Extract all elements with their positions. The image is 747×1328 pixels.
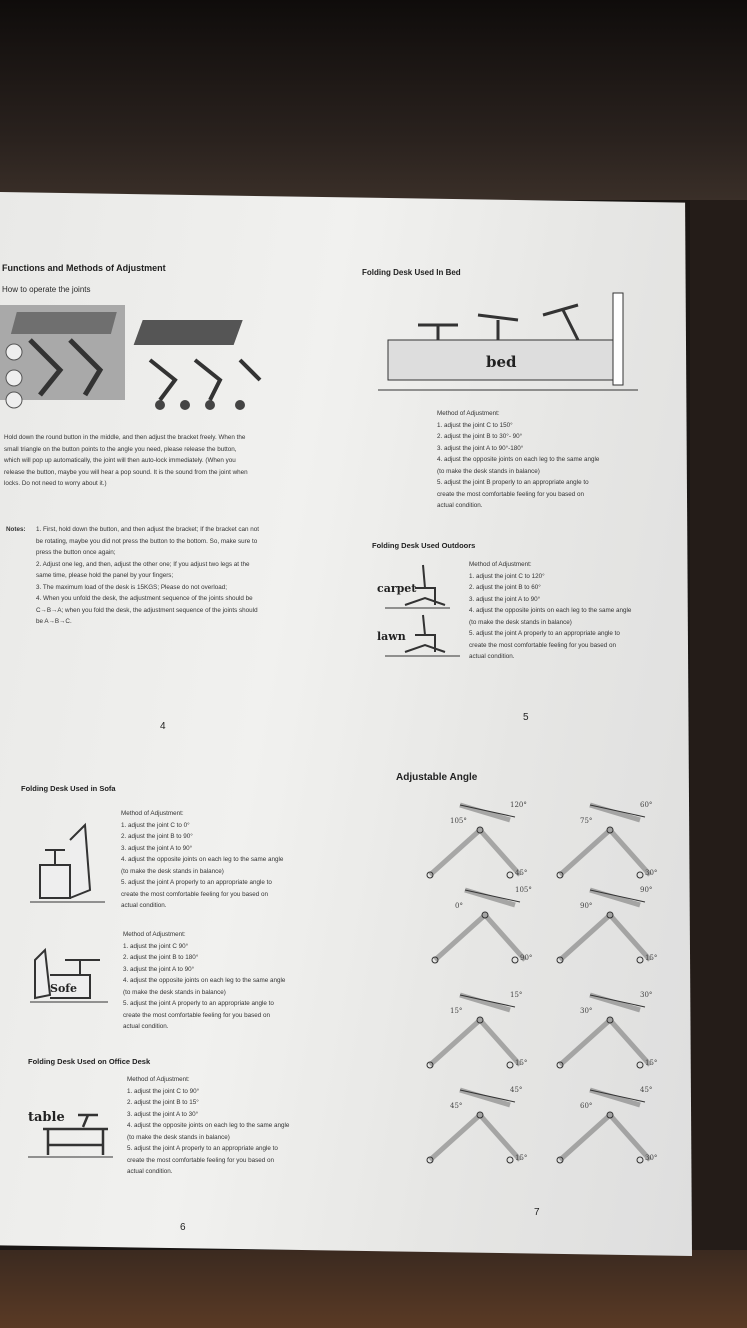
angle-label: 45° bbox=[450, 1102, 462, 1110]
angle-diagram: 105° 120° 45° bbox=[426, 801, 527, 879]
angle-label: 15° bbox=[510, 991, 522, 999]
angle-label: 30° bbox=[645, 1154, 657, 1162]
angle-label: 15° bbox=[645, 954, 657, 962]
outdoor-method: Method of Adjustment:1. adjust the joint… bbox=[469, 561, 632, 660]
sofa-label: Sofe bbox=[50, 982, 77, 995]
angle-label: 30° bbox=[580, 1007, 592, 1015]
sofa-method-2: Method of Adjustment:1. adjust the joint… bbox=[123, 931, 286, 1030]
angle-diagram: 0° 105° 90° bbox=[431, 886, 532, 964]
angle-label: 30° bbox=[645, 869, 657, 877]
bed-method: Method of Adjustment:1. adjust the joint… bbox=[437, 410, 600, 509]
page-number-5: 5 bbox=[523, 712, 529, 723]
table-label: table bbox=[28, 1110, 65, 1125]
angle-label: 90° bbox=[580, 902, 592, 910]
angle-label: 105° bbox=[450, 817, 467, 825]
angle-label: 15° bbox=[515, 1059, 527, 1067]
angle-label: 60° bbox=[580, 1102, 592, 1110]
joints-photo-illustration bbox=[0, 305, 262, 410]
bed-label: bed bbox=[486, 353, 517, 371]
angle-diagram: 75° 60° 30° bbox=[556, 801, 657, 879]
angle-label: 45° bbox=[515, 869, 527, 877]
angle-label: 45° bbox=[640, 1086, 652, 1094]
notes-label: Notes: bbox=[6, 526, 26, 533]
page4-title: Functions and Methods of Adjustment bbox=[2, 263, 166, 273]
office-method: Method of Adjustment:1. adjust the joint… bbox=[127, 1076, 290, 1175]
angle-diagram: 90° 90° 15° bbox=[556, 886, 657, 964]
office-illustration: table bbox=[28, 1110, 113, 1158]
sofa-method-1: Method of Adjustment:1. adjust the joint… bbox=[121, 810, 284, 909]
outdoor-title: Folding Desk Used Outdoors bbox=[372, 541, 476, 550]
angle-diagram: 30° 30° 15° bbox=[556, 991, 657, 1069]
background-right bbox=[690, 200, 747, 1260]
sofa-illustration: Sofe bbox=[30, 822, 108, 1003]
page-number-7: 7 bbox=[534, 1207, 540, 1218]
angle-label: 75° bbox=[580, 817, 592, 825]
angle-diagram: 60° 45° 30° bbox=[556, 1086, 657, 1164]
angle-label: 120° bbox=[510, 801, 527, 809]
angle-label: 90° bbox=[640, 886, 652, 894]
background-floor bbox=[0, 1250, 747, 1328]
angle-label: 15° bbox=[645, 1059, 657, 1067]
bed-title: Folding Desk Used In Bed bbox=[362, 268, 461, 277]
angle-label: 15° bbox=[450, 1007, 462, 1015]
bed-illustration: bed bbox=[378, 292, 638, 391]
angle-label: 15° bbox=[515, 1154, 527, 1162]
angle-label: 30° bbox=[640, 991, 652, 999]
lawn-label: lawn bbox=[377, 630, 406, 643]
angle-label: 45° bbox=[510, 1086, 522, 1094]
sofa-title: Folding Desk Used in Sofa bbox=[21, 784, 116, 793]
page-number-6: 6 bbox=[180, 1222, 186, 1233]
angle-title: Adjustable Angle bbox=[396, 772, 478, 783]
angle-label: 90° bbox=[520, 954, 532, 962]
page-number-4: 4 bbox=[160, 721, 166, 732]
page4-notes: 1. First, hold down the button, and then… bbox=[36, 526, 259, 625]
page4-subtitle: How to operate the joints bbox=[2, 285, 91, 294]
angle-diagram: 45° 45° 15° bbox=[426, 1086, 527, 1164]
background-dark bbox=[0, 0, 747, 200]
office-title: Folding Desk Used on Office Desk bbox=[28, 1057, 151, 1066]
page4-body: Hold down the round button in the middle… bbox=[4, 434, 248, 487]
carpet-label: carpet bbox=[377, 582, 417, 595]
outdoor-illustration: carpet lawn bbox=[377, 564, 460, 657]
angle-label: 105° bbox=[515, 886, 532, 894]
angle-diagram: 15° 15° 15° bbox=[426, 991, 527, 1069]
angle-label: 0° bbox=[455, 902, 463, 910]
angle-label: 60° bbox=[640, 801, 652, 809]
